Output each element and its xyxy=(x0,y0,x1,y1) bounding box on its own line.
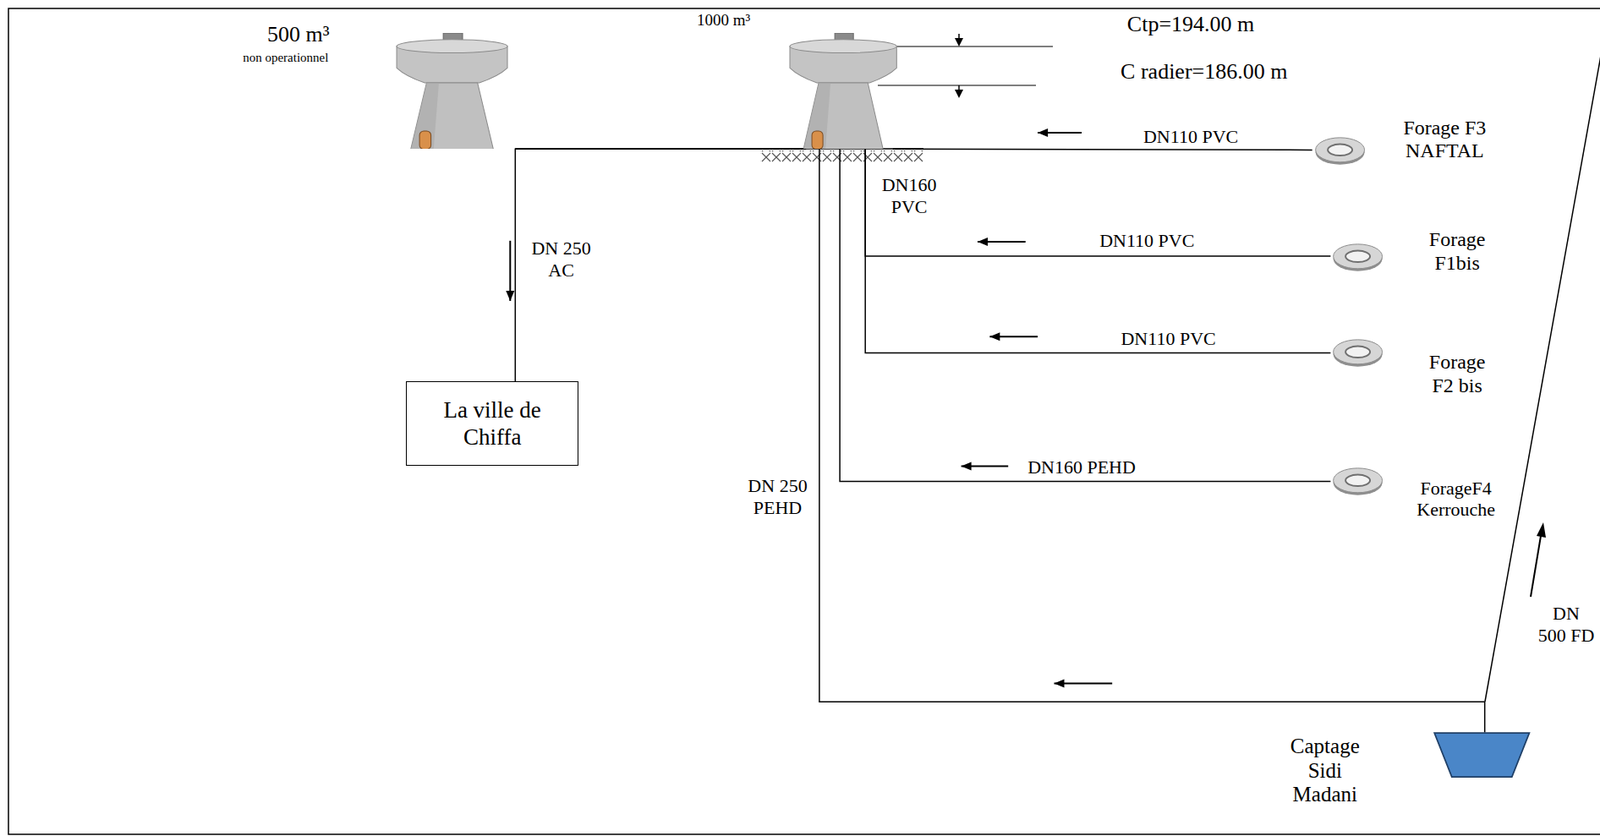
flow-arrow-head xyxy=(1054,679,1065,688)
pipe-label: DN160 PEHD xyxy=(1025,456,1138,478)
borehole-symbol xyxy=(1312,134,1368,168)
pipe-line xyxy=(865,148,1331,257)
reservoir: 500 m³ non operationnel xyxy=(232,20,510,149)
city-box: La ville de Chiffa xyxy=(405,381,579,466)
level-line xyxy=(877,45,1053,47)
flow-arrow-head xyxy=(977,237,988,247)
main-pipe xyxy=(1484,50,1600,702)
pipe-line xyxy=(819,148,1485,733)
flow-arrow-head xyxy=(505,290,515,302)
spring-catchment xyxy=(1433,732,1531,779)
flow-arrow-head xyxy=(1536,522,1546,538)
pipe-label: DN 250 AC xyxy=(528,237,593,281)
ground-hatch xyxy=(760,150,924,163)
pipe-line xyxy=(839,148,1331,482)
pipe-line xyxy=(515,148,806,382)
water-tower xyxy=(394,32,510,150)
borehole-symbol xyxy=(1330,465,1386,499)
pipe-label: DN 500 FD xyxy=(1535,602,1597,647)
reservoir: 1000 m³ xyxy=(694,10,904,149)
pipe-line xyxy=(893,148,1313,150)
node-label: Captage Sidi Madani xyxy=(1280,734,1370,808)
node-label: 500 m³ xyxy=(267,21,330,48)
flow-arrow-head xyxy=(961,461,972,471)
node-label: non operationnel xyxy=(242,50,329,66)
flow-arrow-head xyxy=(1037,128,1048,137)
level-arrow-head xyxy=(954,38,964,47)
level-label: C radier=186.00 m xyxy=(1118,59,1289,85)
frame xyxy=(8,8,1600,835)
borehole: Forage F1bis xyxy=(1330,230,1514,292)
pipe-line xyxy=(865,148,1331,353)
borehole-symbol xyxy=(1330,336,1386,370)
pipe-label: DN160 PVC xyxy=(877,174,941,218)
borehole-symbol xyxy=(1330,241,1386,274)
node-label: La ville de Chiffa xyxy=(421,393,563,455)
pipe-label: DN110 PVC xyxy=(1097,230,1196,252)
water-tower xyxy=(788,32,899,150)
pipe-connector xyxy=(893,128,1313,151)
pipe-label: DN110 PVC xyxy=(1141,126,1240,148)
pipe-connector xyxy=(865,148,1331,353)
pipe-connector xyxy=(839,148,1331,482)
pipe-connector xyxy=(865,148,1331,257)
level-arrow-head xyxy=(954,89,964,99)
level-line xyxy=(877,84,1036,86)
node-label: 1000 m³ xyxy=(696,10,751,30)
node-label: Forage F3 NAFTAL xyxy=(1389,116,1500,164)
borehole: Forage F3 NAFTAL xyxy=(1312,114,1517,176)
flow-arrow-head xyxy=(989,332,1000,341)
pipe-connector xyxy=(505,148,806,382)
catchment: Captage Sidi Madani xyxy=(1280,732,1531,832)
node-label: Forage F2 bis xyxy=(1418,350,1496,398)
node-label: Forage F1bis xyxy=(1418,228,1496,275)
node-label: ForageF4 Kerrouche xyxy=(1406,477,1507,521)
level-label: Ctp=194.00 m xyxy=(1125,11,1256,38)
pipe-label: DN 250 PEHD xyxy=(743,475,812,519)
borehole: ForageF4 Kerrouche xyxy=(1330,465,1524,532)
pipe-label: DN110 PVC xyxy=(1118,328,1217,350)
borehole: Forage F2 bis xyxy=(1330,336,1514,403)
pipe-connector xyxy=(819,148,1485,733)
flow-arrow xyxy=(1530,531,1542,598)
